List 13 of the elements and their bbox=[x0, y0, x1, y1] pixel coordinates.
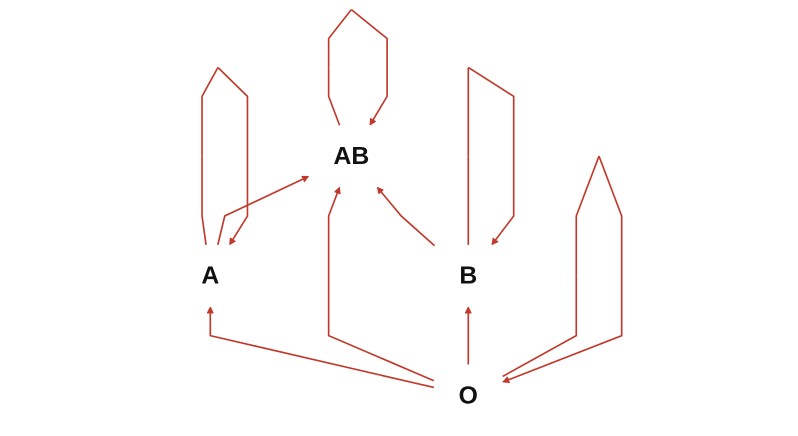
arrow bbox=[464, 306, 472, 365]
arrow bbox=[328, 9, 388, 126]
arrow bbox=[376, 186, 435, 246]
arrow bbox=[206, 306, 434, 388]
arrow bbox=[216, 176, 309, 246]
arrow bbox=[328, 186, 434, 382]
arrow bbox=[201, 66, 248, 246]
node-text: AB bbox=[333, 142, 370, 170]
node-text: B bbox=[459, 262, 478, 290]
arrow bbox=[502, 156, 622, 384]
node-text: A bbox=[201, 262, 220, 290]
arrow bbox=[467, 66, 514, 246]
node-text: O bbox=[458, 382, 478, 410]
